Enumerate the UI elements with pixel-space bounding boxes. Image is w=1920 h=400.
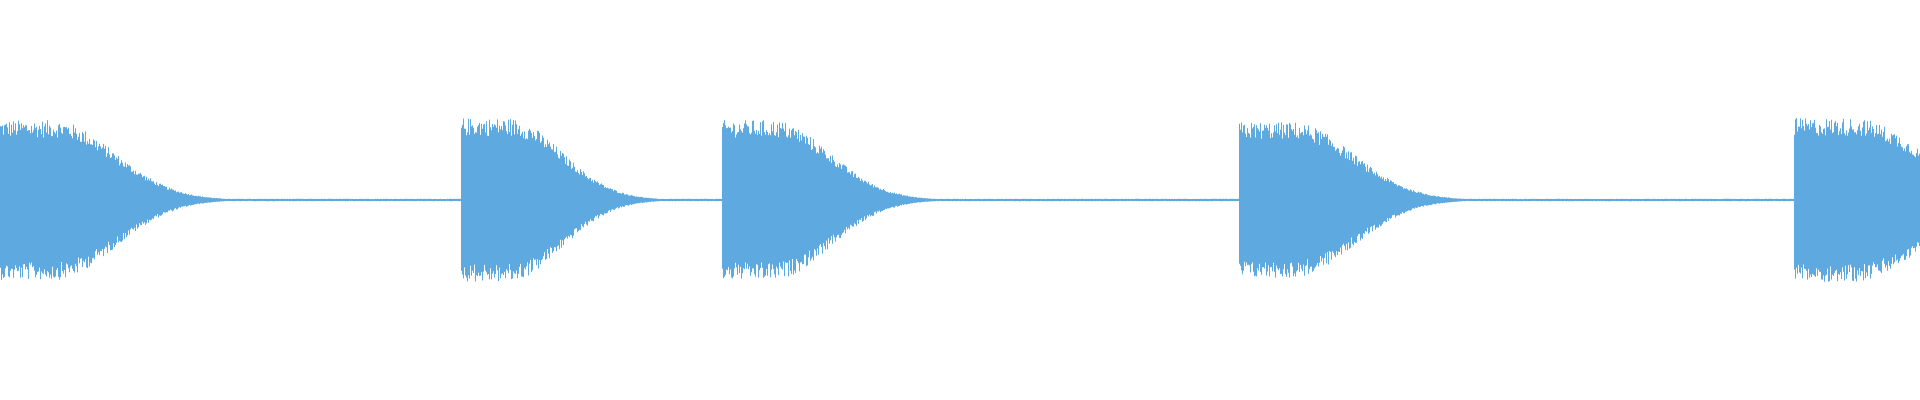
waveform-samples xyxy=(0,118,1920,282)
waveform-trace xyxy=(0,118,1920,282)
